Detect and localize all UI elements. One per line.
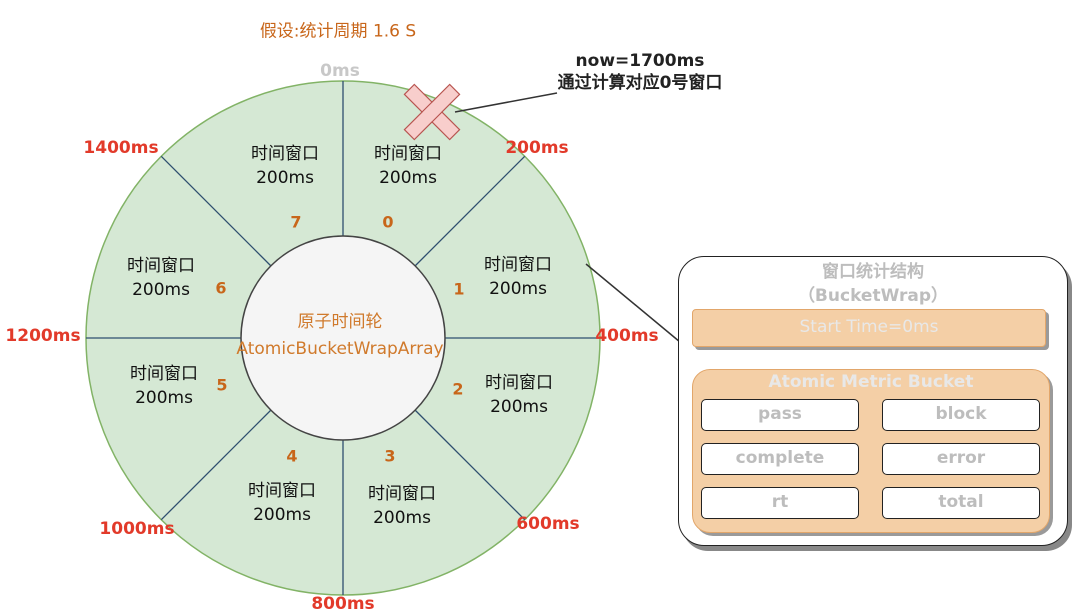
window-index-7: 7 [290, 212, 302, 232]
window-index-0: 0 [382, 212, 394, 232]
pointer-line [454, 92, 558, 113]
window-duration: 200ms [253, 505, 311, 525]
window-name: 时间窗口 [127, 256, 195, 276]
hub-label: 原子时间轮 AtomicBucketWrapArray [236, 309, 443, 363]
window-name: 时间窗口 [130, 364, 198, 384]
now-annotation: now=1700ms 通过计算对应0号窗口 [558, 50, 723, 94]
atomic-metric-bucket: Atomic Metric Bucket pass block complete… [692, 369, 1050, 533]
window-duration: 200ms [132, 280, 190, 300]
field-total: total [882, 487, 1040, 519]
window-6: 时间窗口 200ms [127, 254, 195, 302]
window-0: 时间窗口 200ms [374, 142, 442, 190]
window-index-4: 4 [286, 446, 298, 466]
field-rt: rt [701, 487, 859, 519]
hub-label-en: AtomicBucketWrapArray [236, 339, 444, 359]
ms-label-1000: 1000ms [99, 519, 175, 539]
divider-line [414, 409, 526, 521]
window-name: 时间窗口 [485, 373, 553, 393]
ms-label-200: 200ms [505, 138, 569, 158]
hub-label-cn: 原子时间轮 [297, 312, 383, 332]
divider-line [160, 409, 272, 521]
window-duration: 200ms [489, 279, 547, 299]
window-index-3: 3 [384, 446, 396, 466]
window-duration: 200ms [379, 168, 437, 188]
divider-line [414, 155, 526, 267]
ms-label-600: 600ms [516, 514, 580, 534]
window-duration: 200ms [135, 388, 193, 408]
panel-title: 窗口统计结构 （BucketWrap） [679, 260, 1067, 308]
hub-circle [240, 235, 446, 441]
panel-title-en: （BucketWrap） [797, 286, 949, 306]
field-complete: complete [701, 443, 859, 475]
cross-mark-icon [403, 83, 461, 141]
window-name: 时间窗口 [484, 255, 552, 275]
window-5: 时间窗口 200ms [130, 362, 198, 410]
window-duration: 200ms [373, 508, 431, 528]
start-time-box: Start Time=0ms [692, 309, 1046, 347]
window-2: 时间窗口 200ms [485, 371, 553, 419]
field-pass: pass [701, 399, 859, 431]
panel-title-cn: 窗口统计结构 [822, 262, 924, 282]
ms-label-400: 400ms [595, 326, 659, 346]
bucket-wrap-panel: 窗口统计结构 （BucketWrap） Start Time=0ms Atomi… [678, 256, 1068, 546]
ms-label-800: 800ms [311, 594, 375, 614]
connector-line [585, 263, 681, 343]
field-error: error [882, 443, 1040, 475]
window-name: 时间窗口 [248, 481, 316, 501]
ms-label-0: 0ms [320, 61, 360, 81]
window-duration: 200ms [256, 168, 314, 188]
window-index-6: 6 [215, 278, 227, 298]
window-index-1: 1 [453, 279, 465, 299]
bucket-title: Atomic Metric Bucket [768, 372, 974, 392]
field-block: block [882, 399, 1040, 431]
diagram-title: 假设:统计周期 1.6 S [259, 21, 417, 42]
ms-label-1400: 1400ms [83, 138, 159, 158]
now-value: now=1700ms [575, 51, 705, 71]
window-name: 时间窗口 [368, 484, 436, 504]
window-index-5: 5 [216, 375, 228, 395]
window-duration: 200ms [490, 397, 548, 417]
window-3: 时间窗口 200ms [368, 482, 436, 530]
window-7: 时间窗口 200ms [251, 142, 319, 190]
now-note: 通过计算对应0号窗口 [557, 73, 723, 93]
window-name: 时间窗口 [251, 144, 319, 164]
window-1: 时间窗口 200ms [484, 253, 552, 301]
divider-line [160, 155, 272, 267]
ms-label-1200: 1200ms [5, 326, 81, 346]
window-4: 时间窗口 200ms [248, 479, 316, 527]
window-name: 时间窗口 [374, 144, 442, 164]
window-index-2: 2 [452, 379, 464, 399]
